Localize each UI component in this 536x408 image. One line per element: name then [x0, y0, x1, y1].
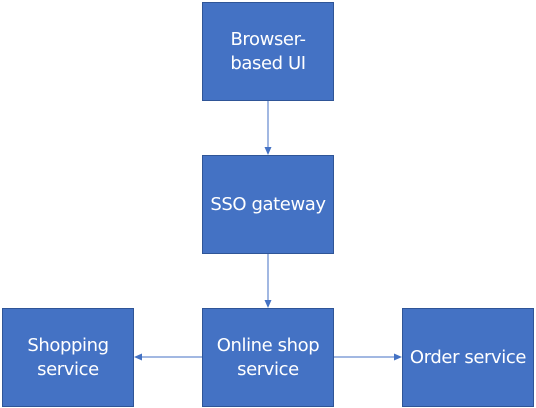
- sso-gateway-label: SSO gateway: [210, 193, 326, 215]
- sso-gateway-node: SSO gateway: [202, 155, 334, 254]
- order-service-label: Order service: [409, 346, 527, 368]
- browser-ui-node: Browser-based UI: [202, 2, 334, 101]
- order-service-node: Order service: [402, 308, 534, 407]
- shopping-service-label: Shopping service: [27, 334, 109, 380]
- browser-ui-label: Browser-based UI: [230, 28, 306, 74]
- online-shop-service-label: Online shop service: [216, 334, 320, 380]
- online-shop-service-node: Online shop service: [202, 308, 334, 407]
- shopping-service-node: Shopping service: [2, 308, 134, 407]
